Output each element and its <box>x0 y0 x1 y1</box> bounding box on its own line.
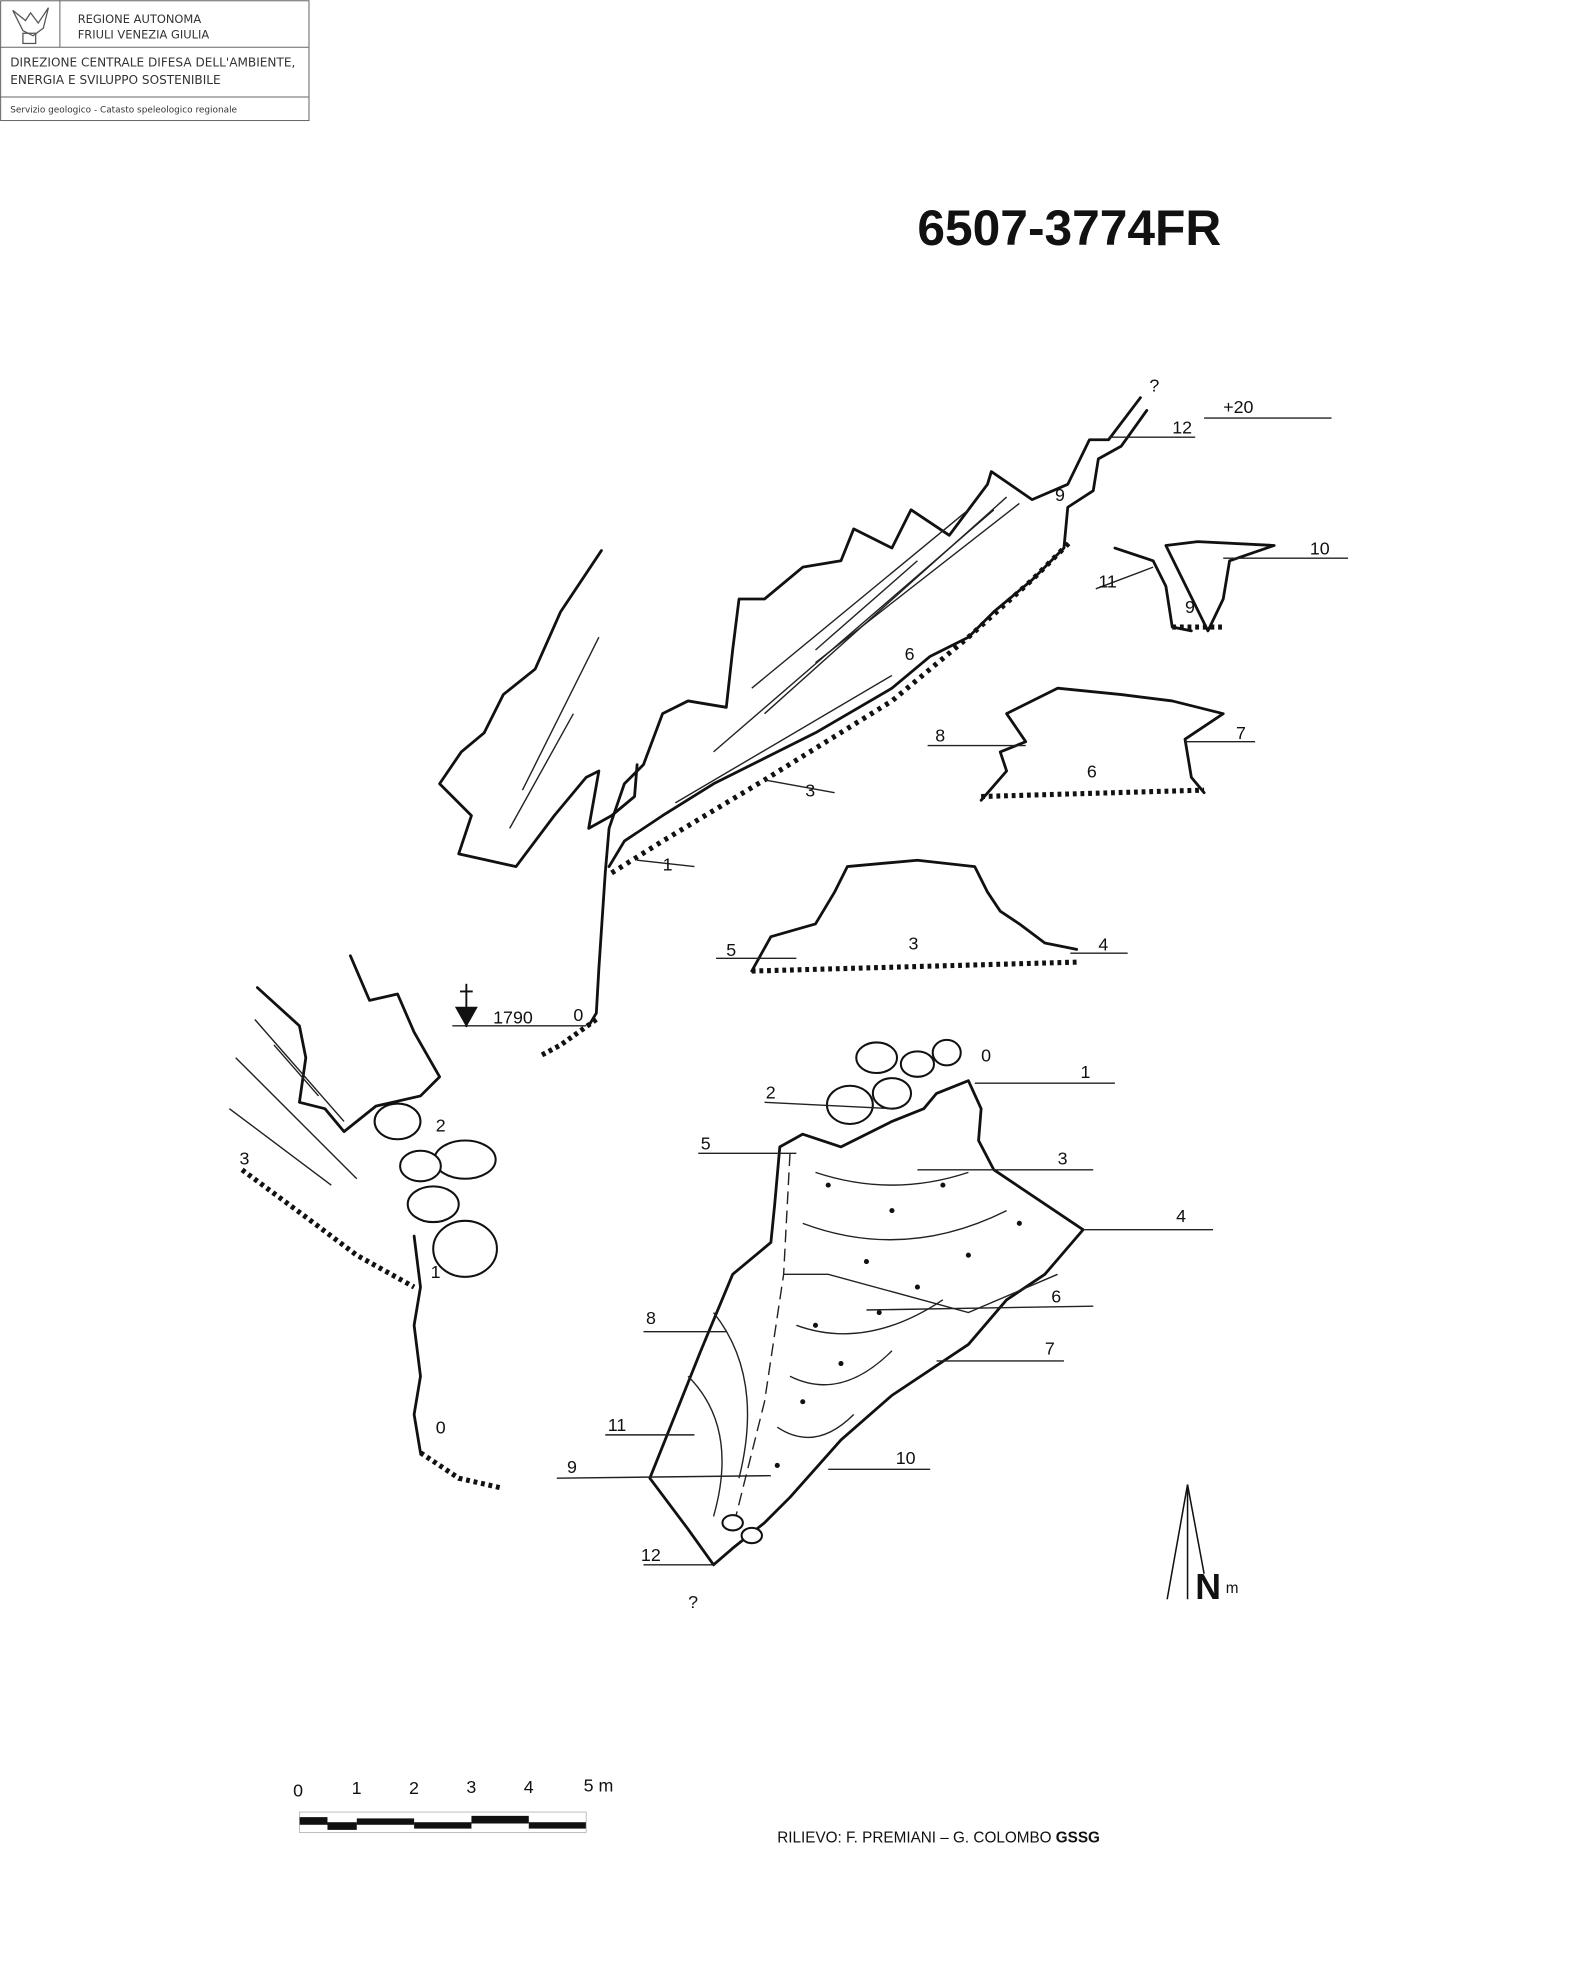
eagle-emblem-icon <box>12 7 50 45</box>
station-9: 9 <box>1055 485 1065 505</box>
entrance-profile-section: 2 3 1 0 <box>228 954 504 1491</box>
profile-top-question: ? <box>1149 375 1159 395</box>
section-label-6: 6 <box>1087 761 1097 781</box>
cross-section-5-4: 5 3 4 <box>716 858 1128 974</box>
section-label-10: 10 <box>1310 538 1330 558</box>
section-label-11: 11 <box>1098 572 1117 592</box>
scale-tick-3: 3 <box>466 1777 476 1797</box>
cross-section-10-11: 10 11 9 <box>1095 538 1349 633</box>
north-letter: N <box>1195 1567 1221 1607</box>
section-label-3-left: 3 <box>240 1149 250 1169</box>
scale-bar: 0 1 2 3 4 5 m <box>293 1776 613 1833</box>
plan-bottom-question: ? <box>688 1592 698 1612</box>
service-line: Servizio geologico - Catasto speleologic… <box>10 105 237 115</box>
north-magnetic-sub: m <box>1226 1580 1239 1597</box>
survey-credits: RILIEVO: F. PREMIANI – G. COLOMBO GSSG <box>777 1830 1100 1847</box>
plan-label-6: 6 <box>1051 1286 1061 1306</box>
org-line1: REGIONE AUTONOMA <box>78 12 202 26</box>
plan-label-4: 4 <box>1176 1206 1186 1226</box>
longitudinal-profile: ? +20 12 9 6 3 1 0 1790 <box>438 375 1332 1058</box>
dept-line1: DIREZIONE CENTRALE DIFESA DELL'AMBIENTE, <box>10 55 295 69</box>
station-12: 12 <box>1172 417 1192 437</box>
cave-id-title: 6507-3774FR <box>917 200 1221 256</box>
section-label-8: 8 <box>935 726 945 746</box>
station-1: 1 <box>663 854 673 874</box>
scale-tick-4: 4 <box>524 1777 534 1797</box>
section-label-4: 4 <box>1098 935 1108 955</box>
section-label-0: 0 <box>436 1418 446 1438</box>
elevation-top: +20 <box>1223 397 1253 417</box>
cross-section-8-7: 8 7 6 <box>927 686 1256 802</box>
section-label-2: 2 <box>436 1116 446 1136</box>
plan-label-7: 7 <box>1045 1339 1055 1359</box>
plan-label-5: 5 <box>701 1133 711 1153</box>
station-3: 3 <box>805 781 815 801</box>
dept-line2: ENERGIA E SVILUPPO SOSTENIBILE <box>10 73 220 87</box>
scale-tick-2: 2 <box>409 1778 419 1798</box>
plan-label-0: 0 <box>981 1046 991 1066</box>
scale-tick-1: 1 <box>352 1778 362 1798</box>
entrance-elevation-icon <box>454 983 478 1028</box>
plan-label-9: 9 <box>567 1457 577 1477</box>
header-logo-box: REGIONE AUTONOMA FRIULI VENEZIA GIULIA D… <box>0 0 310 122</box>
plan-view: 0 1 2 5 3 4 6 8 7 11 9 10 12 ? <box>556 1038 1214 1612</box>
plan-label-3: 3 <box>1058 1149 1068 1169</box>
station-6: 6 <box>905 644 915 664</box>
plan-label-2: 2 <box>766 1082 776 1102</box>
plan-label-1: 1 <box>1081 1062 1091 1082</box>
plan-label-8: 8 <box>646 1308 656 1328</box>
section-label-7: 7 <box>1236 723 1246 743</box>
section-label-3: 3 <box>909 933 919 953</box>
section-label-9: 9 <box>1185 597 1195 617</box>
credits-group: GSSG <box>1056 1830 1100 1847</box>
station-0: 0 <box>573 1005 583 1025</box>
north-arrow-icon <box>1166 1484 1205 1600</box>
section-label-1: 1 <box>431 1262 441 1282</box>
scale-tick-5m: 5 m <box>584 1776 614 1796</box>
plan-label-11: 11 <box>608 1415 627 1435</box>
org-line2: FRIULI VENEZIA GIULIA <box>78 27 210 41</box>
plan-label-12: 12 <box>641 1545 661 1565</box>
entrance-elevation: 1790 <box>493 1007 533 1027</box>
scale-tick-0: 0 <box>293 1781 303 1801</box>
section-label-5: 5 <box>726 940 736 960</box>
plan-label-10: 10 <box>896 1448 916 1468</box>
credits-names: RILIEVO: F. PREMIANI – G. COLOMBO <box>777 1830 1056 1847</box>
